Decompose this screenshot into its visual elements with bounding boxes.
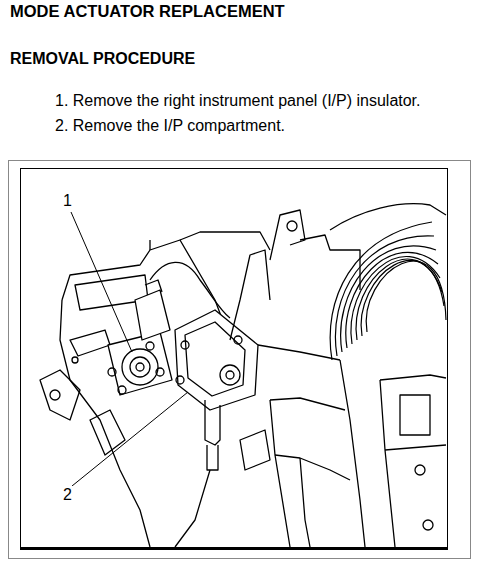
callout-number: 1 [62, 192, 73, 210]
callout-number: 2 [62, 486, 73, 504]
page-title: MODE ACTUATOR REPLACEMENT [10, 2, 285, 21]
duct-fin [356, 259, 442, 340]
hvac-module-drawing [40, 204, 446, 547]
procedure-step: 2. Remove the I/P compartment. [55, 117, 285, 135]
leader-line [71, 212, 132, 352]
figure-frame [9, 161, 471, 559]
procedure-step: 1. Remove the right instrument panel (I/… [55, 92, 421, 110]
duct-fin [351, 257, 440, 344]
section-heading: REMOVAL PROCEDURE [10, 50, 195, 68]
leader-lines [71, 212, 188, 486]
leader-line [72, 392, 188, 486]
duct-fin [361, 261, 444, 336]
duct-fin [366, 261, 446, 332]
duct-fins [330, 222, 446, 360]
